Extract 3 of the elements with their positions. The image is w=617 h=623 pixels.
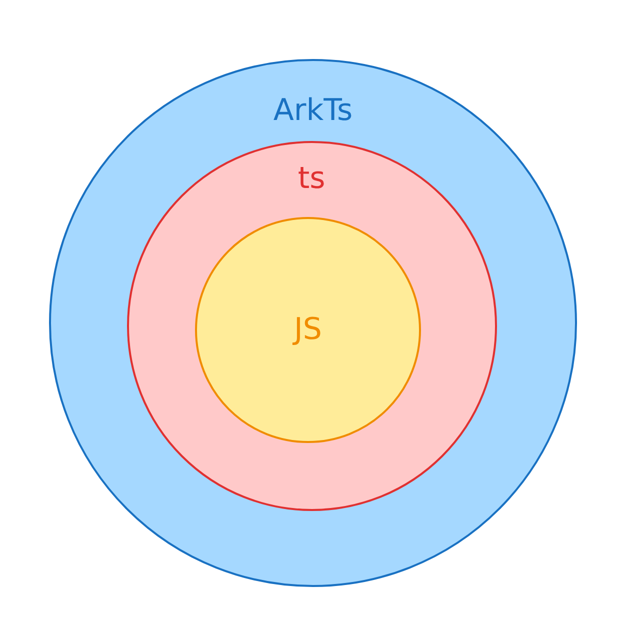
set-label: ts <box>298 160 326 196</box>
set-label: JS <box>294 312 322 348</box>
set-label: ArkTs <box>273 93 353 128</box>
